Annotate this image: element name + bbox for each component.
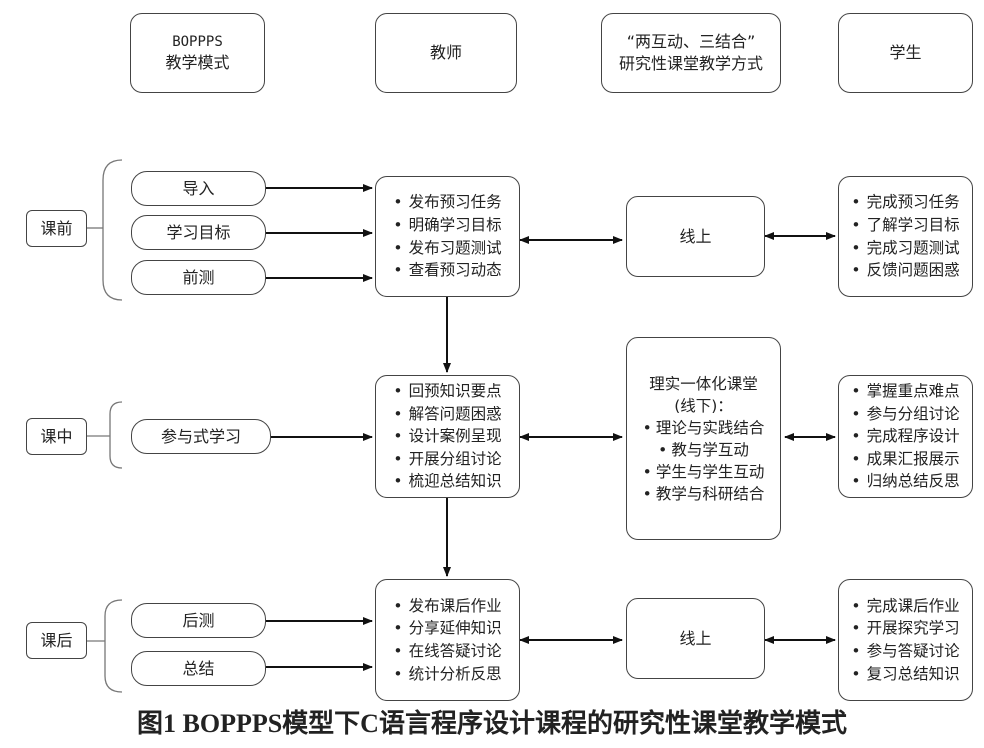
student-pre-item: 完成预习任务 [851, 191, 960, 214]
student-mid-item: 完成程序设计 [851, 425, 960, 448]
stage-pre-label: 课前 [40, 218, 73, 238]
header-student-label: 学生 [889, 43, 922, 63]
step-pretest: 前测 [131, 260, 266, 295]
teacher-pre-box: 发布预习任务 明确学习目标 发布习题测试 查看预习动态 [375, 176, 520, 297]
step-posttest-label: 后测 [182, 610, 215, 630]
student-pre-item: 完成习题测试 [851, 237, 960, 260]
stage-mid: 课中 [26, 418, 87, 455]
header-method: “两互动、三结合” 研究性课堂教学方式 [601, 13, 781, 93]
student-post-item: 完成课后作业 [851, 595, 960, 618]
teacher-pre-item: 查看预习动态 [393, 259, 502, 282]
student-post-box: 完成课后作业 开展探究学习 参与答疑讨论 复习总结知识 [838, 579, 973, 701]
header-teacher-label: 教师 [429, 43, 462, 63]
student-pre-item: 了解学习目标 [851, 214, 960, 237]
teacher-mid-item: 设计案例呈现 [393, 425, 502, 448]
teacher-post-item: 统计分析反思 [393, 663, 502, 686]
step-participatory-label: 参与式学习 [160, 426, 241, 446]
student-post-item: 复习总结知识 [851, 663, 960, 686]
teacher-post-item: 分享延伸知识 [393, 617, 502, 640]
mode-mid-title: 理实一体化课堂 [649, 374, 758, 393]
bracket-pre [102, 159, 123, 301]
mode-mid-sub: (线下)： [674, 396, 733, 415]
step-intro: 导入 [131, 171, 266, 206]
teacher-post-item: 在线答疑讨论 [393, 640, 502, 663]
step-goal-label: 学习目标 [166, 222, 231, 242]
stage-pre: 课前 [26, 210, 87, 247]
teacher-mid-item: 开展分组讨论 [393, 448, 502, 471]
mode-mid: 理实一体化课堂 (线下)： 理论与实践结合 教与学互动 学生与学生互动 教学与科… [626, 337, 781, 540]
mode-mid-item: 学生与学生互动 [643, 461, 765, 483]
teacher-post-box: 发布课后作业 分享延伸知识 在线答疑讨论 统计分析反思 [375, 579, 520, 701]
stage-post: 课后 [26, 622, 87, 659]
step-goal: 学习目标 [131, 215, 266, 250]
mode-pre-label: 线上 [679, 226, 712, 246]
student-mid-item: 掌握重点难点 [851, 380, 960, 403]
teacher-mid-box: 回预知识要点 解答问题困惑 设计案例呈现 开展分组讨论 梳迎总结知识 [375, 375, 520, 498]
student-pre-item: 反馈问题困惑 [851, 259, 960, 282]
header-model-line1: BOPPPS [172, 33, 223, 50]
bracket-post [104, 599, 123, 693]
student-mid-item: 成果汇报展示 [851, 448, 960, 471]
header-student: 学生 [838, 13, 973, 93]
student-mid-box: 掌握重点难点 参与分组讨论 完成程序设计 成果汇报展示 归纳总结反思 [838, 375, 973, 498]
mode-pre: 线上 [626, 196, 765, 277]
teacher-pre-item: 发布习题测试 [393, 237, 502, 260]
student-pre-box: 完成预习任务 了解学习目标 完成习题测试 反馈问题困惑 [838, 176, 973, 297]
stage-post-label: 课后 [40, 630, 73, 650]
teacher-mid-item: 解答问题困惑 [393, 403, 502, 426]
step-participatory: 参与式学习 [131, 419, 271, 454]
bracket-mid [109, 401, 123, 469]
teacher-pre-item: 发布预习任务 [393, 191, 502, 214]
mode-mid-item: 教学与科研结合 [643, 483, 765, 505]
mode-mid-item: 理论与实践结合 [643, 417, 765, 439]
mode-mid-item: 教与学互动 [658, 439, 749, 461]
student-mid-item: 参与分组讨论 [851, 403, 960, 426]
teacher-pre-item: 明确学习目标 [393, 214, 502, 237]
teacher-post-item: 发布课后作业 [393, 595, 502, 618]
teacher-mid-item: 回预知识要点 [393, 380, 502, 403]
mode-post-label: 线上 [679, 628, 712, 648]
teacher-mid-item: 梳迎总结知识 [393, 470, 502, 493]
student-mid-item: 归纳总结反思 [851, 470, 960, 493]
student-post-item: 参与答疑讨论 [851, 640, 960, 663]
student-post-item: 开展探究学习 [851, 617, 960, 640]
figure-caption: 图1 BOPPPS模型下C语言程序设计课程的研究性课堂教学模式 [137, 709, 847, 738]
header-model: BOPPPS 教学模式 [130, 13, 265, 93]
header-method-line1: “两互动、三结合” [626, 32, 756, 52]
header-teacher: 教师 [375, 13, 517, 93]
stage-mid-label: 课中 [40, 426, 73, 446]
mode-post: 线上 [626, 598, 765, 679]
header-method-line2: 研究性课堂教学方式 [618, 54, 763, 73]
header-model-line2: 教学模式 [165, 52, 230, 72]
step-intro-label: 导入 [182, 178, 215, 198]
step-summary-label: 总结 [182, 658, 215, 678]
step-pretest-label: 前测 [182, 267, 215, 287]
step-summary: 总结 [131, 651, 266, 686]
step-posttest: 后测 [131, 603, 266, 638]
